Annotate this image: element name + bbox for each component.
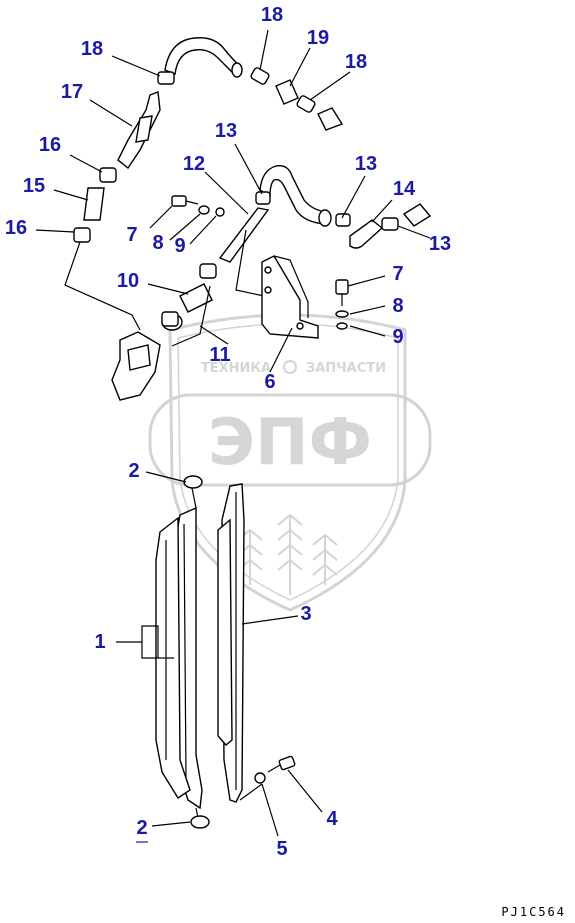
callout-9[interactable]: 9	[174, 235, 185, 257]
callout-14[interactable]: 14	[393, 178, 416, 200]
callout-4[interactable]: 4	[326, 808, 338, 830]
top-hose-assembly	[157, 37, 344, 131]
watermark-company-text-2: ЗАПЧАСТИ	[306, 361, 386, 376]
callout-5[interactable]: 5	[276, 838, 287, 860]
callout-12[interactable]: 12	[183, 153, 205, 175]
callout-17[interactable]: 17	[61, 81, 83, 103]
callout-1[interactable]: 1	[94, 631, 105, 653]
callout-6[interactable]: 6	[264, 371, 275, 393]
wheat-icon	[237, 513, 338, 595]
watermark-company-text: ТЕХНИКА	[201, 361, 271, 376]
callout-7[interactable]: 7	[392, 263, 403, 285]
callout-2[interactable]: 2	[128, 460, 139, 482]
leader-lines	[35, 29, 431, 837]
bolt-4-assembly	[254, 755, 296, 784]
callout-16[interactable]: 16	[39, 134, 61, 156]
callout-11[interactable]: 11	[209, 344, 230, 366]
watermark-logo: ЭПФ ТЕХНИКА ЗАПЧАСТИ	[148, 313, 432, 612]
callout-3[interactable]: 3	[300, 603, 311, 625]
callouts: 18 18 19 18 17 16 15 16 13 12 13 14 13 7…	[5, 4, 451, 860]
pipe-12	[218, 207, 270, 297]
diagram-code: PJ1C564	[501, 905, 566, 919]
watermark-logo-text: ЭПФ	[208, 406, 372, 480]
pipe-line	[64, 241, 141, 331]
bolt-7-left	[171, 195, 225, 217]
callout-18[interactable]: 18	[81, 38, 103, 60]
hose-10-assembly	[161, 263, 217, 347]
callout-8[interactable]: 8	[392, 295, 403, 317]
elbow-hose-17	[117, 91, 161, 170]
gear-icon	[283, 360, 297, 374]
bracket-6	[261, 255, 319, 339]
hose-15-assembly	[73, 167, 117, 243]
callout-13[interactable]: 13	[215, 120, 237, 142]
callout-7[interactable]: 7	[126, 224, 137, 246]
hose-13-assembly	[255, 165, 351, 227]
callout-18[interactable]: 18	[261, 4, 283, 26]
callout-15[interactable]: 15	[23, 175, 45, 197]
callout-16[interactable]: 16	[5, 217, 27, 239]
bolt-7-right	[335, 279, 349, 330]
callout-10[interactable]: 10	[117, 270, 139, 292]
callout-9[interactable]: 9	[392, 326, 403, 348]
callout-2[interactable]: 2	[136, 817, 147, 839]
callout-13[interactable]: 13	[429, 233, 451, 255]
callout-18[interactable]: 18	[345, 51, 367, 73]
callout-13[interactable]: 13	[355, 153, 377, 175]
side-plate-3	[217, 483, 245, 803]
callout-8[interactable]: 8	[152, 232, 163, 254]
elbow-14-assembly	[349, 203, 432, 249]
callout-19[interactable]: 19	[307, 27, 329, 49]
side-plate-1	[155, 475, 210, 829]
